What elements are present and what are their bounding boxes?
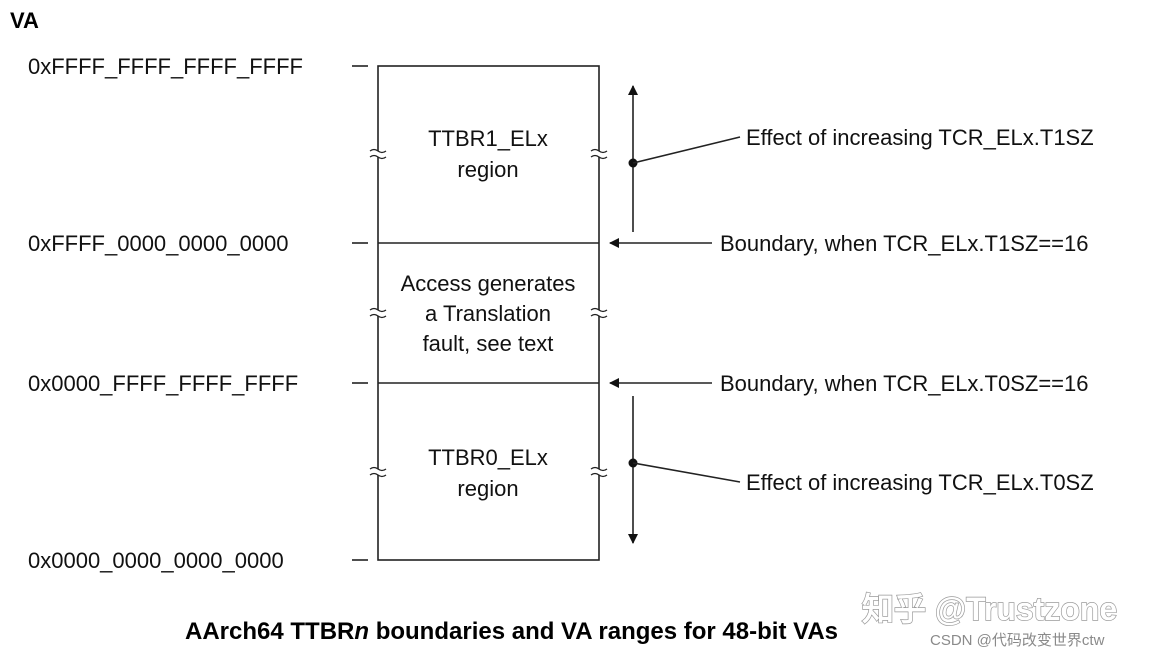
fault-region-line3: fault, see text <box>423 331 554 356</box>
t1sz-boundary-label: Boundary, when TCR_ELx.T1SZ==16 <box>720 231 1089 256</box>
ttbr0-region-line1: TTBR0_ELx <box>428 445 548 470</box>
ttbr1-region-line1: TTBR1_ELx <box>428 126 548 151</box>
address-top: 0xFFFF_FFFF_FFFF_FFFF <box>28 54 303 79</box>
address-bottom: 0x0000_0000_0000_0000 <box>28 548 284 573</box>
t0sz-effect-label: Effect of increasing TCR_ELx.T0SZ <box>746 470 1094 495</box>
fault-region-line1: Access generates <box>401 271 576 296</box>
caption-italic-n: n <box>354 618 369 645</box>
fault-region-line2: a Translation <box>425 301 551 326</box>
break-marks <box>369 148 608 478</box>
figure-caption: AArch64 TTBRn boundaries and VA ranges f… <box>185 618 838 645</box>
address-ttbr0-boundary: 0x0000_FFFF_FFFF_FFFF <box>28 371 298 396</box>
t0sz-boundary-label: Boundary, when TCR_ELx.T0SZ==16 <box>720 371 1089 396</box>
va-label: VA <box>10 8 39 33</box>
t1sz-effect-leader <box>632 136 741 164</box>
address-ttbr1-boundary: 0xFFFF_0000_0000_0000 <box>28 231 289 256</box>
t1sz-effect-label: Effect of increasing TCR_ELx.T1SZ <box>746 125 1094 150</box>
caption-prefix: AArch64 TTBR <box>185 618 354 645</box>
t0sz-effect-leader <box>632 462 741 483</box>
caption-suffix: boundaries and VA ranges for 48-bit VAs <box>369 618 838 645</box>
csdn-watermark: CSDN @代码改变世界ctw <box>930 632 1105 649</box>
ttbr0-region-line2: region <box>457 476 518 501</box>
zhihu-watermark: 知乎 @Trustzone <box>862 591 1117 627</box>
ttbr1-region-line2: region <box>457 157 518 182</box>
